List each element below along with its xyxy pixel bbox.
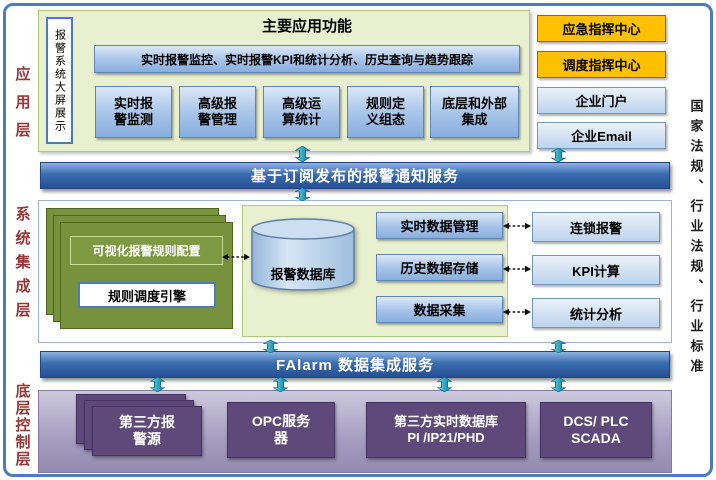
vertical-double-arrow-icon — [551, 340, 566, 353]
dotted-double-arrow-icon — [503, 308, 531, 316]
dotted-double-arrow-icon — [503, 265, 531, 273]
regulation-label: 国家法规、行业法规、行业标准 — [688, 99, 704, 379]
analysis-box-statistics: 统计分析 — [532, 298, 660, 328]
layer-label-integration: 系统集成层 — [13, 206, 31, 326]
vertical-double-arrow-icon — [263, 340, 278, 353]
alarm-database-label: 报警数据库 — [270, 267, 336, 282]
rule-engine-box: 规则调度引擎 — [78, 282, 216, 308]
outer-frame — [3, 3, 713, 477]
data-integration-bar: FAlarm 数据集成服务 — [40, 351, 670, 378]
analysis-box-kpi-calc: KPI计算 — [532, 255, 660, 285]
functions-overview-box: 实时报警监控、实时报警KPI和统计分析、历史查询与趋势跟踪 — [94, 45, 520, 73]
vertical-double-arrow-icon — [437, 377, 452, 392]
function-box-rule-definition: 规则定 义组态 — [347, 86, 424, 138]
vertical-double-arrow-icon — [295, 188, 310, 201]
service-box-realtime-data: 实时数据管理 — [376, 212, 503, 239]
portal-enterprise-email: 企业Email — [537, 122, 666, 149]
vertical-double-arrow-icon — [295, 146, 310, 162]
service-box-history-storage: 历史数据存储 — [376, 254, 503, 281]
portal-enterprise-portal: 企业门户 — [537, 87, 666, 114]
main-functions-title: 主要应用功能 — [261, 18, 352, 35]
notification-service-bar: 基于订阅发布的报警通知服务 — [40, 162, 670, 189]
database-cylinder-icon — [251, 218, 355, 291]
rule-config-box: 可视化报警规则配置 — [70, 236, 223, 265]
source-box-third-party-alarms: 第三方报 警源 — [92, 406, 202, 456]
layer-label-application: 应用层 — [13, 66, 31, 150]
portal-dispatch-command-center: 调度指挥中心 — [537, 51, 666, 78]
dotted-double-arrow-icon — [503, 222, 531, 230]
service-box-data-acquisition: 数据采集 — [376, 296, 503, 323]
vertical-double-arrow-icon — [150, 377, 165, 392]
function-box-advanced-statistics: 高级运 算统计 — [263, 86, 340, 138]
function-box-advanced-alarm-mgmt: 高级报 警管理 — [179, 86, 256, 138]
function-box-realtime-monitor: 实时报 警监测 — [95, 86, 172, 138]
analysis-box-interlock-alarm: 连锁报警 — [532, 212, 660, 242]
source-box-dcs-plc-scada: DCS/ PLC SCADA — [540, 402, 652, 458]
source-box-opc-server: OPC服务 器 — [227, 402, 335, 458]
portal-emergency-command-center: 应急指挥中心 — [537, 15, 666, 42]
vertical-double-arrow-icon — [551, 377, 566, 392]
dotted-double-arrow-icon — [222, 253, 250, 261]
source-box-realtime-database: 第三方实时数据库 PI /IP21/PHD — [366, 402, 526, 458]
layer-label-control: 底层控制层 — [13, 382, 31, 468]
vertical-double-arrow-icon — [273, 377, 288, 392]
function-box-external-integration: 底层和外部 集成 — [430, 86, 519, 138]
screen-display-box: 报警系统大屏展示 — [46, 17, 73, 144]
vertical-double-arrow-icon — [551, 148, 566, 162]
